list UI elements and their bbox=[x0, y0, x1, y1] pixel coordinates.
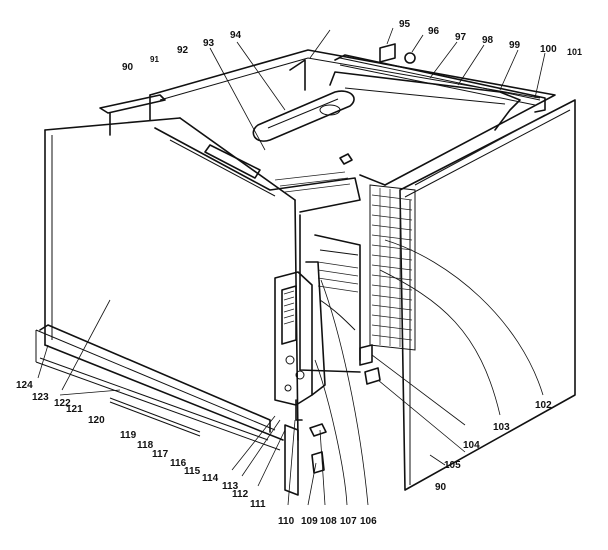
callout-101: 101 bbox=[567, 47, 582, 57]
callout-111: 111 bbox=[250, 499, 266, 510]
callout-94: 94 bbox=[230, 30, 242, 41]
callout-92: 92 bbox=[177, 45, 189, 56]
callout-102: 102 bbox=[535, 400, 552, 411]
bottom-trim bbox=[39, 324, 299, 496]
callout-117: 117 bbox=[152, 449, 169, 460]
spray-arm-94 bbox=[252, 90, 355, 142]
callout-98: 98 bbox=[482, 35, 494, 46]
callout-106: 106 bbox=[360, 516, 377, 527]
callout-121: 121 bbox=[66, 404, 83, 415]
tub-front-ledge bbox=[154, 127, 361, 213]
callout-107: 107 bbox=[340, 516, 357, 527]
callout-118: 118 bbox=[137, 440, 154, 451]
callout-93: 93 bbox=[203, 38, 215, 49]
side-panel bbox=[399, 99, 576, 491]
callout-124: 124 bbox=[16, 380, 33, 391]
callout-119: 119 bbox=[120, 430, 137, 441]
callout-110: 110 bbox=[278, 516, 295, 527]
callout-122: 122 bbox=[54, 398, 71, 409]
callout-104: 104 bbox=[463, 440, 480, 451]
insulation-strip bbox=[369, 114, 546, 351]
callout-108: 108 bbox=[320, 516, 337, 527]
callout-95: 95 bbox=[399, 19, 411, 30]
callout-91: 91 bbox=[150, 55, 159, 64]
callout-113: 113 bbox=[222, 481, 239, 492]
callout-103: 103 bbox=[493, 422, 510, 433]
hinge-assembly bbox=[274, 261, 326, 421]
callout-90-side: 90 bbox=[435, 482, 447, 493]
callout-96: 96 bbox=[428, 26, 440, 37]
callout-105: 105 bbox=[444, 460, 461, 471]
callout-116: 116 bbox=[170, 458, 187, 469]
tub-interior-rack bbox=[299, 214, 361, 373]
callout-120: 120 bbox=[88, 415, 105, 426]
detached-clips bbox=[309, 344, 381, 474]
callout-100: 100 bbox=[540, 44, 557, 55]
callout-labels: 90 91 92 93 94 95 96 97 98 99 100 101 10… bbox=[16, 19, 582, 527]
cabinet-top bbox=[149, 49, 556, 186]
callout-109: 109 bbox=[301, 516, 318, 527]
callout-114: 114 bbox=[202, 473, 219, 484]
callout-112: 112 bbox=[232, 489, 249, 500]
callout-123: 123 bbox=[32, 392, 49, 403]
callout-99: 99 bbox=[509, 40, 521, 51]
callout-90-top: 90 bbox=[122, 62, 134, 73]
door-panel bbox=[35, 117, 299, 451]
leader-lines bbox=[37, 27, 546, 506]
top-rail-assembly bbox=[329, 43, 546, 131]
callout-115: 115 bbox=[184, 466, 201, 477]
callout-97: 97 bbox=[455, 32, 467, 43]
